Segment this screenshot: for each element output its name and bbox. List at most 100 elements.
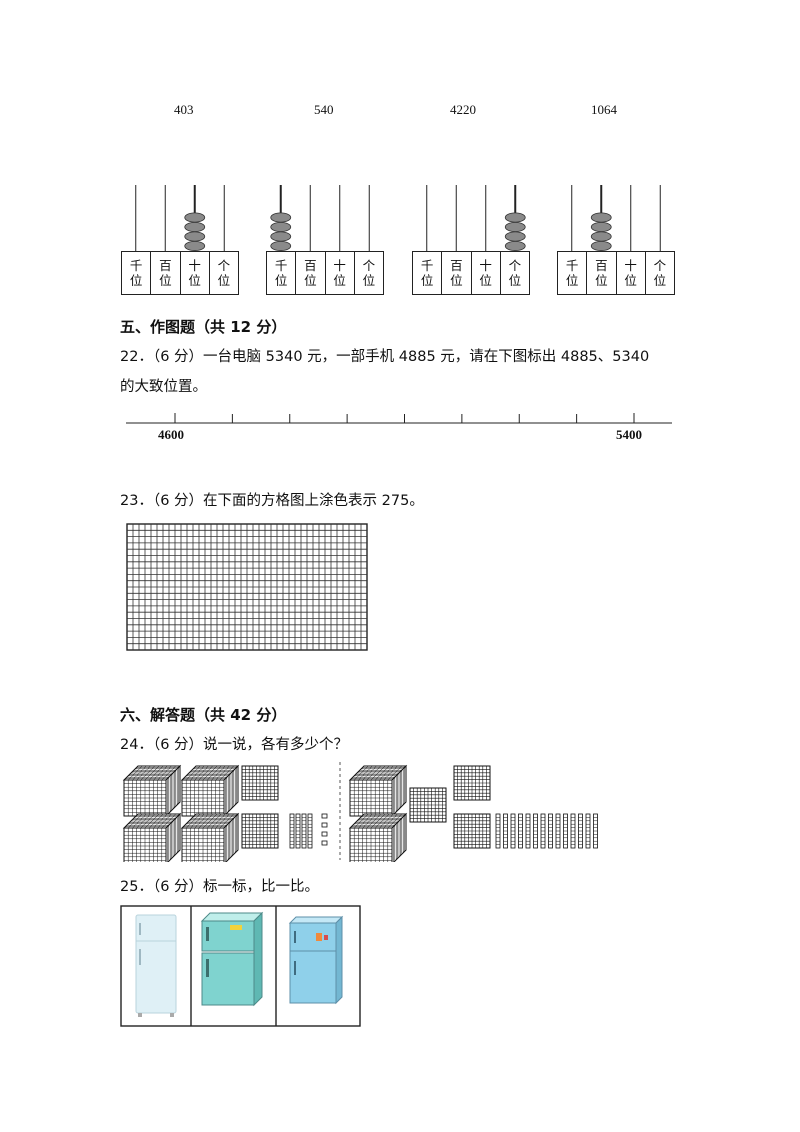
thousand-cube	[122, 812, 182, 862]
fridge-1-image	[135, 914, 177, 1017]
thousand-cube	[348, 812, 408, 862]
abacus-bead	[590, 222, 612, 233]
place-value-bottom: 位	[159, 273, 172, 288]
place-value-top: 个	[217, 258, 231, 273]
unit-cube	[321, 831, 328, 837]
place-value-top: 百	[450, 258, 463, 273]
fridge-3-image	[288, 915, 344, 1005]
thousand-cube	[180, 764, 240, 818]
hundred-flat	[409, 787, 447, 823]
base-ten-blocks	[122, 762, 598, 862]
place-value-bottom: 位	[217, 273, 231, 288]
place-value-cell: 十位	[472, 252, 501, 294]
place-value-bottom: 位	[274, 273, 288, 288]
ten-rod	[578, 813, 583, 849]
place-value-top: 十	[333, 258, 346, 273]
unit-cube	[321, 822, 328, 828]
abacus-4: 千位百位十位个位	[557, 185, 675, 295]
place-value-top: 百	[595, 258, 608, 273]
place-value-cell: 个位	[501, 252, 529, 294]
ten-rod	[510, 813, 516, 849]
section-5-title: 五、作图题（共 12 分）	[120, 318, 287, 336]
place-value-cell: 百位	[587, 252, 617, 294]
ten-rod	[295, 813, 301, 849]
ten-rod	[555, 813, 561, 849]
ten-rod	[503, 813, 508, 849]
ten-rod	[525, 813, 531, 849]
place-value-top: 千	[420, 258, 434, 273]
place-value-bottom: 位	[420, 273, 434, 288]
thousand-cube	[348, 764, 408, 818]
place-value-bottom: 位	[595, 273, 608, 288]
place-value-cell: 十位	[617, 252, 646, 294]
thousand-cube	[180, 812, 240, 862]
place-value-bottom: 位	[188, 273, 201, 288]
abacus-bead	[270, 222, 292, 233]
place-value-cell: 百位	[296, 252, 326, 294]
abacus-2: 千位百位十位个位	[266, 185, 384, 295]
place-value-top: 十	[479, 258, 492, 273]
hundred-flat	[453, 813, 491, 849]
abacus-bead	[270, 231, 292, 242]
place-value-bottom: 位	[508, 273, 522, 288]
abacus-bead	[504, 231, 526, 242]
ten-rod	[301, 813, 307, 849]
place-value-bottom: 位	[450, 273, 463, 288]
place-value-cell: 千位	[413, 252, 443, 294]
ten-rod	[540, 813, 546, 849]
abacus-number-3: 4220	[450, 102, 476, 117]
square-grid[interactable]	[126, 523, 368, 651]
abacus-bead	[184, 222, 206, 233]
abacus-number-2: 540	[314, 102, 334, 117]
place-value-cell: 千位	[558, 252, 588, 294]
place-value-top: 个	[508, 258, 522, 273]
thousand-cube	[122, 764, 182, 818]
ten-rod	[289, 813, 295, 849]
ten-rod	[518, 813, 523, 849]
place-value-cell: 千位	[122, 252, 152, 294]
abacus-bead	[590, 241, 612, 252]
place-value-top: 千	[274, 258, 288, 273]
abacus-bead	[184, 241, 206, 252]
abacus-bead	[590, 231, 612, 242]
place-value-bottom: 位	[479, 273, 492, 288]
place-value-top: 百	[159, 258, 172, 273]
place-value-bottom: 位	[653, 273, 667, 288]
question-24-text: 24．（6 分）说一说，各有多少个？	[120, 737, 349, 753]
question-22-line2: 的大致位置。	[120, 379, 207, 395]
place-value-cell: 个位	[646, 252, 674, 294]
abacus-3: 千位百位十位个位	[412, 185, 530, 295]
place-value-bottom: 位	[333, 273, 346, 288]
number-line-end-label: 5400	[616, 427, 642, 442]
place-value-cell: 百位	[442, 252, 472, 294]
place-value-top: 百	[304, 258, 317, 273]
fridge-2-image	[200, 911, 264, 1007]
abacus-bead	[270, 212, 292, 223]
abacus-bead	[504, 212, 526, 223]
ten-rod	[563, 813, 568, 849]
ten-rod	[495, 813, 501, 849]
abacus-number-4: 1064	[591, 102, 617, 117]
place-value-top: 千	[565, 258, 579, 273]
place-value-cell: 个位	[210, 252, 238, 294]
abacus-bead	[590, 212, 612, 223]
place-value-bottom: 位	[362, 273, 376, 288]
section-6-title: 六、解答题（共 42 分）	[120, 706, 287, 724]
abacus-bead	[184, 212, 206, 223]
place-value-top: 个	[653, 258, 667, 273]
place-value-top: 十	[624, 258, 637, 273]
place-value-top: 千	[129, 258, 143, 273]
ten-rod	[593, 813, 598, 849]
place-value-cell: 百位	[151, 252, 181, 294]
question-25-text: 25．（6 分）标一标，比一比。	[120, 879, 320, 895]
place-value-cell: 千位	[267, 252, 297, 294]
ten-rod	[570, 813, 576, 849]
place-value-bottom: 位	[565, 273, 579, 288]
abacus-bead	[184, 231, 206, 242]
place-value-bottom: 位	[624, 273, 637, 288]
unit-cube	[321, 813, 328, 819]
place-value-cell: 十位	[326, 252, 355, 294]
question-23-text: 23．（6 分）在下面的方格图上涂色表示 275。	[120, 493, 424, 509]
abacus-bead	[270, 241, 292, 252]
number-line	[126, 413, 672, 424]
